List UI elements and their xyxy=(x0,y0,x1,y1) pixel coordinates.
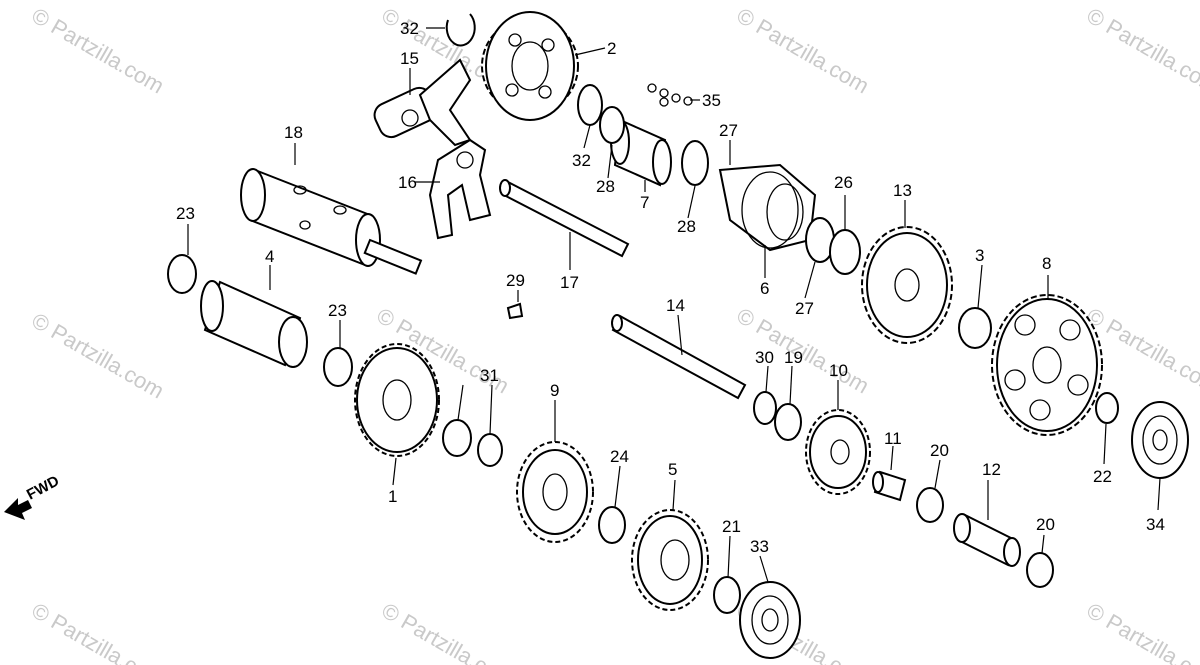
callout-35: 35 xyxy=(702,91,721,110)
balls-35-shape[interactable] xyxy=(647,83,693,107)
washer-20-lower-shape[interactable] xyxy=(1026,552,1054,588)
bearing-33-shape[interactable] xyxy=(739,581,801,659)
washer-22-shape[interactable] xyxy=(1095,392,1119,424)
callout-11: 11 xyxy=(884,429,902,448)
callout-3: 3 xyxy=(975,246,984,265)
collar-11-shape[interactable] xyxy=(872,470,907,502)
gear-6-shape[interactable] xyxy=(718,163,817,252)
callout-27-top: 27 xyxy=(719,121,738,140)
circlip-32-mid-shape[interactable] xyxy=(577,84,603,126)
callout-32-top: 32 xyxy=(400,19,419,38)
callout-12: 12 xyxy=(982,460,1001,479)
collar-3-shape[interactable] xyxy=(958,307,992,349)
watermark: © Partzilla.com xyxy=(1083,3,1200,99)
callout-30: 30 xyxy=(755,348,774,367)
callout-13: 13 xyxy=(893,181,912,200)
callout-8: 8 xyxy=(1042,254,1051,273)
callout-1: 1 xyxy=(388,487,397,506)
callout-32-mid: 32 xyxy=(572,151,591,170)
shift-fork-16-shape[interactable] xyxy=(428,138,492,240)
callout-23-lower: 23 xyxy=(328,301,347,320)
callout-7: 7 xyxy=(640,193,649,212)
fwd-label: FWD xyxy=(24,472,62,503)
callout-22: 22 xyxy=(1093,467,1112,486)
callout-9: 9 xyxy=(550,381,559,400)
callout-21: 21 xyxy=(722,517,741,536)
callout-17: 17 xyxy=(560,273,579,292)
shift-fork-shaft-17-shape[interactable] xyxy=(499,179,630,258)
callout-29: 29 xyxy=(506,271,525,290)
gear-13-shape[interactable] xyxy=(861,226,953,344)
washer-20-shape[interactable] xyxy=(916,487,944,523)
forward-arrow-icon xyxy=(4,498,32,520)
callout-20-bottom: 20 xyxy=(1036,515,1055,534)
washer-28-shape[interactable] xyxy=(599,106,625,144)
shaft-14-shape[interactable] xyxy=(611,314,747,400)
gear-10-shape[interactable] xyxy=(805,409,871,495)
callout-16: 16 xyxy=(398,173,417,192)
washer-26-shape[interactable] xyxy=(829,229,861,275)
callout-20-top: 20 xyxy=(930,441,949,460)
callout-19: 19 xyxy=(784,348,803,367)
callout-15: 15 xyxy=(400,49,419,68)
callout-2: 2 xyxy=(607,39,616,58)
callout-28-left: 28 xyxy=(596,177,615,196)
circlip-30-shape[interactable] xyxy=(753,391,777,425)
watermark: © Partzilla.com xyxy=(378,598,519,665)
callout-14: 14 xyxy=(666,296,685,315)
callout-labels: 32 2 15 35 18 27 32 28 26 13 16 7 23 28 … xyxy=(176,19,1165,556)
circlip-31-shape[interactable] xyxy=(477,433,503,467)
callout-28-right: 28 xyxy=(677,217,696,236)
washer-28b-shape[interactable] xyxy=(681,140,709,186)
forward-direction-indicator: FWD xyxy=(4,472,62,520)
bushing-4-shape[interactable] xyxy=(200,280,308,368)
parts xyxy=(167,11,1189,659)
callout-33: 33 xyxy=(750,537,769,556)
leader-lines xyxy=(187,27,1161,583)
watermark: © Partzilla.com xyxy=(28,308,169,404)
callout-27-bottom: 27 xyxy=(795,299,814,318)
washer-23-lower-shape[interactable] xyxy=(323,347,353,387)
shift-drum-18-shape[interactable] xyxy=(240,168,423,275)
washer-19-shape[interactable] xyxy=(774,403,802,441)
callout-5: 5 xyxy=(668,460,677,479)
circlip-32-top-shape[interactable] xyxy=(445,13,476,47)
gear-5-shape[interactable] xyxy=(631,509,709,611)
callout-26: 26 xyxy=(834,173,853,192)
callout-10: 10 xyxy=(829,361,848,380)
bearing-34-shape[interactable] xyxy=(1131,401,1189,479)
washer-21-shape[interactable] xyxy=(713,576,741,614)
gear-9-shape[interactable] xyxy=(516,441,594,543)
bushing-12-shape[interactable] xyxy=(953,513,1021,567)
shift-fork-15-shape[interactable] xyxy=(371,58,472,147)
watermark: © Partzilla.com xyxy=(1083,598,1200,665)
gear-1-shape[interactable] xyxy=(354,343,440,457)
callout-23-top: 23 xyxy=(176,204,195,223)
callout-6: 6 xyxy=(760,279,769,298)
callout-4: 4 xyxy=(265,247,274,266)
callout-18: 18 xyxy=(284,123,303,142)
washer-23-shape[interactable] xyxy=(167,254,197,294)
gear-8-shape[interactable] xyxy=(991,294,1103,436)
washer-24-shape[interactable] xyxy=(598,506,626,544)
callout-24: 24 xyxy=(610,447,629,466)
gear-2-shape[interactable] xyxy=(481,11,579,121)
callout-31: 31 xyxy=(480,366,499,385)
callout-34: 34 xyxy=(1146,515,1165,534)
watermark: © Partzilla.com xyxy=(733,3,874,99)
watermark: © Partzilla.com xyxy=(28,598,169,665)
collar-25-shape[interactable] xyxy=(442,419,472,457)
pin-29-shape[interactable] xyxy=(506,302,524,320)
watermark: © Partzilla.com xyxy=(28,3,169,99)
